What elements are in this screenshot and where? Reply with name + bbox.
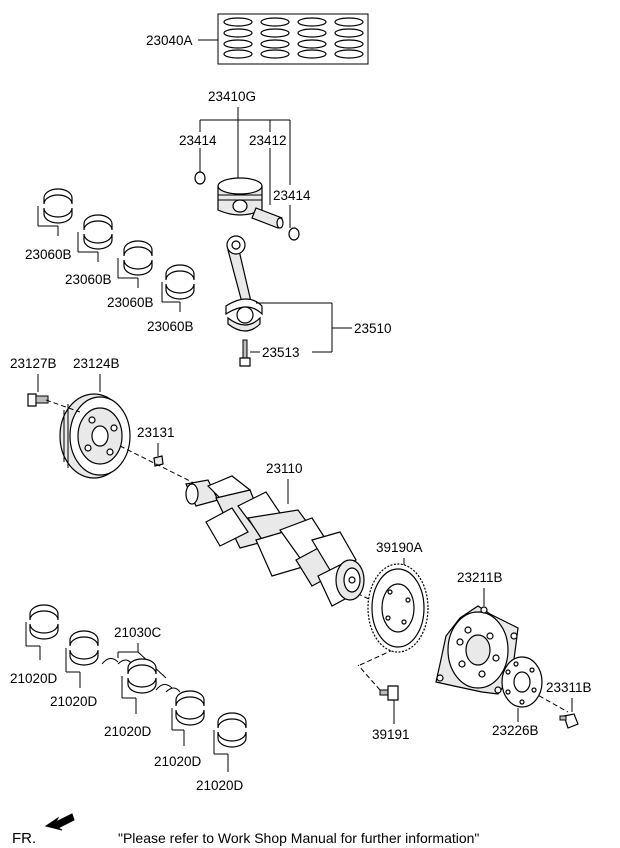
- label-key[interactable]: 23131: [137, 425, 175, 440]
- front-arrow-icon: [44, 813, 75, 831]
- label-conrod-bearing-4[interactable]: 23060B: [147, 319, 194, 334]
- conrod-bearing-4[interactable]: [161, 264, 195, 312]
- conrod-bearing-2[interactable]: [77, 214, 113, 262]
- label-crankshaft[interactable]: 23110: [266, 461, 303, 476]
- ring-gear[interactable]: [367, 563, 429, 653]
- ring-stack: [223, 17, 364, 59]
- label-main-bearing-5[interactable]: 21020D: [196, 778, 244, 793]
- conrod-leader-lines: [250, 302, 352, 353]
- main-bearing-3[interactable]: [121, 658, 157, 714]
- snap-ring-left[interactable]: [194, 171, 206, 185]
- label-drive-plate[interactable]: 23211B: [457, 570, 503, 585]
- label-ring-gear[interactable]: 39190A: [376, 540, 423, 555]
- label-connecting-rod[interactable]: 23510: [354, 321, 392, 336]
- label-thrust-washer[interactable]: 21030C: [114, 625, 162, 640]
- snap-ring-right[interactable]: [288, 227, 300, 241]
- label-main-bearing-3[interactable]: 21020D: [104, 724, 152, 739]
- main-bearing-4[interactable]: [171, 690, 205, 746]
- woodruff-key[interactable]: [153, 455, 164, 467]
- conrod-bolt[interactable]: [239, 339, 251, 367]
- label-pulley-bolt[interactable]: 23127B: [10, 356, 57, 371]
- label-plate-bolt[interactable]: 23311B: [546, 680, 592, 695]
- label-conrod-bearing-2[interactable]: 23060B: [65, 272, 112, 287]
- plate-bolt[interactable]: [559, 713, 579, 729]
- label-main-bearing-1[interactable]: 21020D: [10, 671, 58, 686]
- label-main-bearing-2[interactable]: 21020D: [50, 694, 98, 709]
- sensor-bolt[interactable]: [379, 685, 399, 701]
- main-bearing-1[interactable]: [25, 604, 59, 660]
- front-marker: FR.: [12, 830, 36, 847]
- conrod-bearing-3[interactable]: [117, 240, 153, 288]
- piston-leader-lines: [199, 107, 291, 228]
- label-main-bearing-4[interactable]: 21020D: [154, 754, 202, 769]
- label-sensor-bolt[interactable]: 39191: [372, 727, 410, 742]
- label-conrod-bearing-1[interactable]: 23060B: [25, 247, 72, 262]
- main-bearing-5[interactable]: [213, 712, 247, 772]
- label-conrod-bolt[interactable]: 23513: [262, 345, 300, 360]
- label-piston-ring-set[interactable]: 23040A: [146, 33, 193, 48]
- label-piston-assembly[interactable]: 23410G: [208, 89, 256, 104]
- drive-plate[interactable]: [435, 605, 519, 695]
- label-adapter-plate[interactable]: 23226B: [492, 723, 539, 738]
- label-piston-pin[interactable]: 23412: [249, 133, 287, 148]
- label-snap-ring-left[interactable]: 23414: [179, 133, 217, 148]
- label-conrod-bearing-3[interactable]: 23060B: [107, 295, 154, 310]
- label-damper-pulley[interactable]: 23124B: [73, 356, 120, 371]
- label-snap-ring-right[interactable]: 23414: [273, 188, 311, 203]
- crankshaft[interactable]: [185, 475, 365, 607]
- main-bearing-2[interactable]: [65, 630, 99, 688]
- connecting-rod[interactable]: [225, 235, 263, 332]
- pulley-bolt[interactable]: [27, 374, 49, 407]
- piston-ring-set[interactable]: [198, 13, 369, 65]
- piston-pin[interactable]: [251, 207, 284, 229]
- footer-note: "Please refer to Work Shop Manual for fu…: [118, 830, 479, 846]
- damper-pulley[interactable]: [59, 393, 131, 479]
- conrod-bearing-1[interactable]: [37, 188, 73, 236]
- adapter-plate[interactable]: [501, 656, 543, 708]
